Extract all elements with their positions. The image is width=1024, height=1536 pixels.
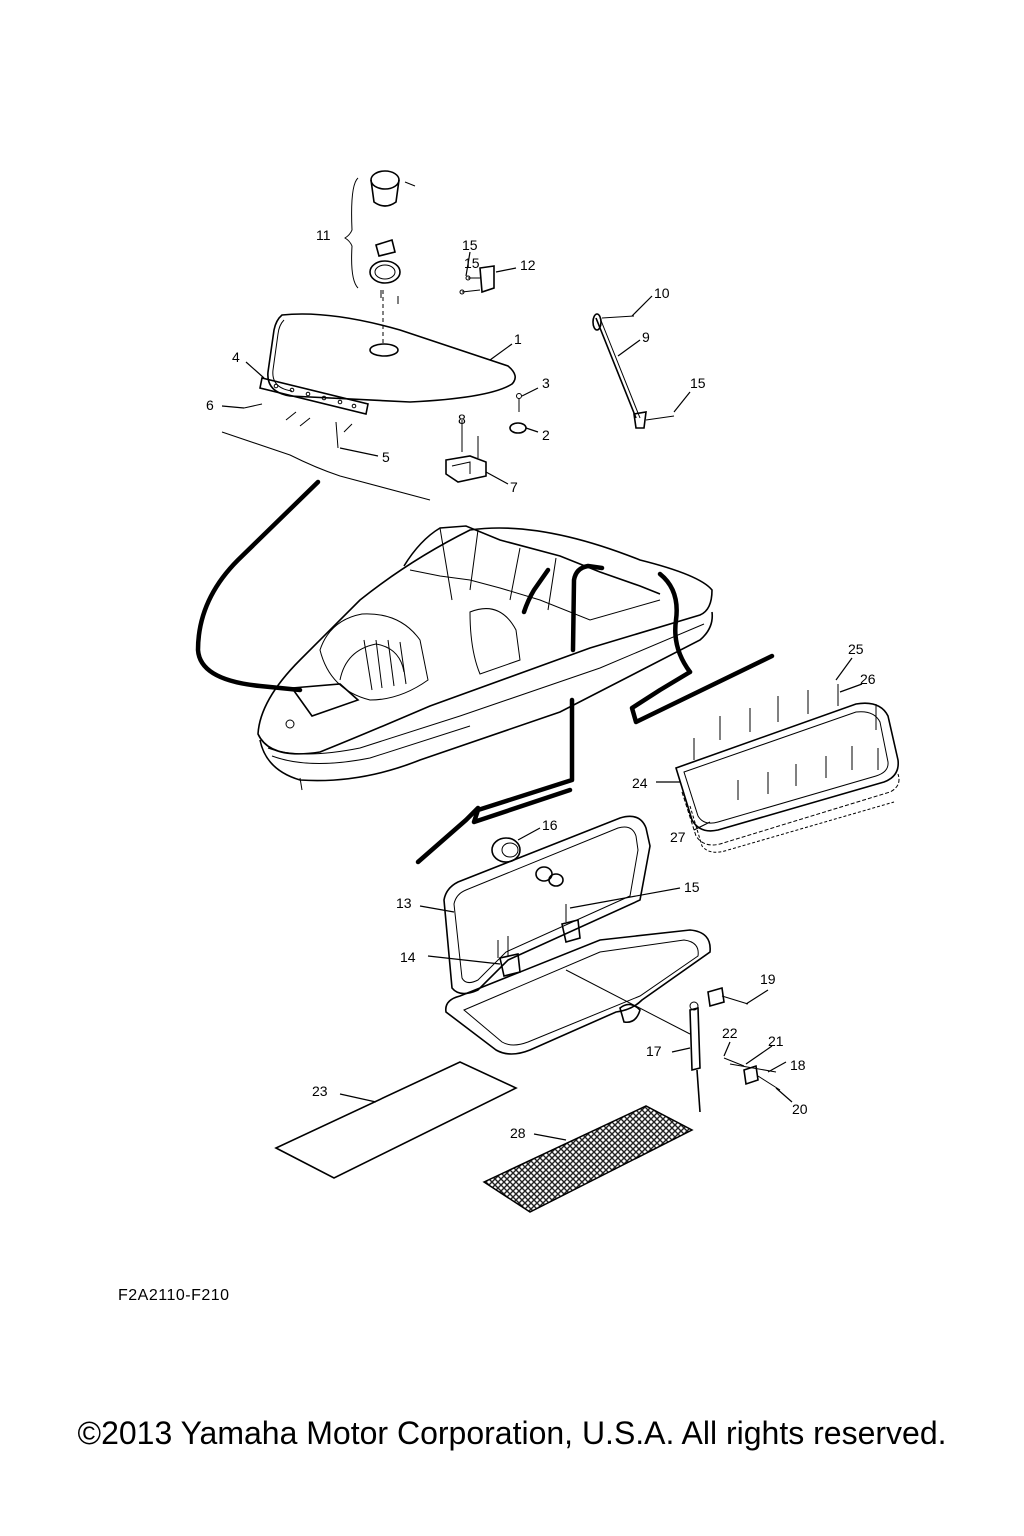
callout-14: 14 [400,949,416,965]
callout-16: 16 [542,817,558,833]
callout-13: 13 [396,895,412,911]
assembly-leader-lines [195,431,775,865]
hatch-cover-1 [267,313,516,403]
callout-8: 8 [458,411,466,427]
callout-3: 3 [542,375,550,391]
callout-10: 10 [654,285,670,301]
stay-cable-9 [592,313,675,429]
gas-strut-17 [689,986,781,1113]
callout-12: 12 [520,257,536,273]
engine-hatch-plate [675,684,900,853]
callout-labels: 1 2 3 4 5 6 7 8 9 10 11 12 13 14 15 15 1… [206,227,876,1141]
callout-23: 23 [312,1083,328,1099]
mesh-mat-28 [482,1105,694,1213]
callout-leaders [221,251,863,1141]
boat-hull [257,525,714,791]
callout-15-cable: 15 [690,375,706,391]
filler-cap-assembly [344,170,416,345]
callout-7: 7 [510,479,518,495]
bracket-12 [459,265,495,295]
callout-9: 9 [642,329,650,345]
drawing-code: F2A2110-F210 [118,1287,230,1304]
storage-lid-13 [443,815,711,1055]
callout-1: 1 [514,331,522,347]
callout-20: 20 [792,1101,808,1117]
callout-4: 4 [232,349,240,365]
callout-22: 22 [722,1025,738,1041]
callout-2: 2 [542,427,550,443]
callout-19: 19 [760,971,776,987]
mat-23 [274,1061,518,1179]
callout-24: 24 [632,775,648,791]
callout-15-lid: 15 [684,879,700,895]
callout-15-hinge: 15 [464,255,480,271]
callout-27: 27 [670,829,686,845]
callout-6: 6 [206,397,214,413]
callout-26: 26 [860,671,876,687]
callout-15-top: 15 [462,237,478,253]
callout-18: 18 [790,1057,806,1073]
callout-11: 11 [316,227,331,243]
callout-5: 5 [382,449,390,465]
copyright-notice: ©2013 Yamaha Motor Corporation, U.S.A. A… [77,1415,947,1451]
hinge-strip-4 [243,377,369,449]
callout-25: 25 [848,641,864,657]
callout-21: 21 [768,1033,784,1049]
latch-parts [445,393,527,483]
callout-17: 17 [646,1043,662,1059]
callout-28: 28 [510,1125,526,1141]
